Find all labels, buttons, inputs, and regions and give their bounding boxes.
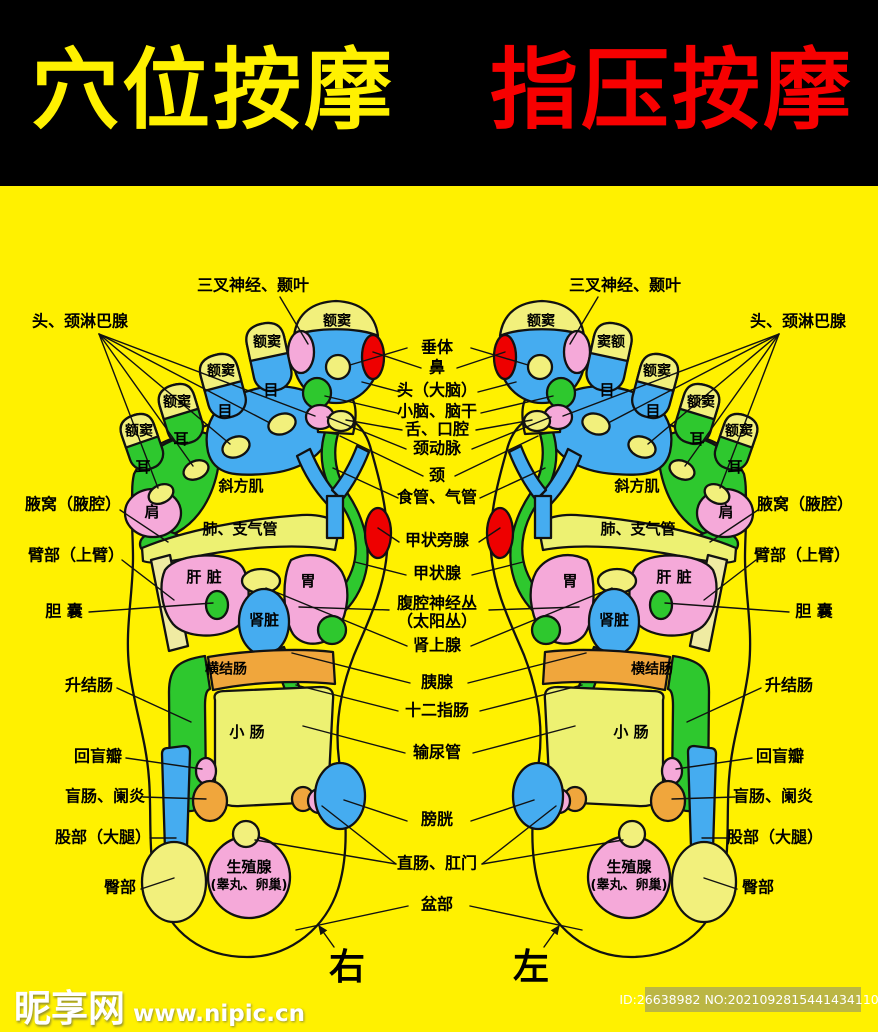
label-ear: 耳: [173, 430, 189, 449]
label-ear: 耳: [727, 458, 743, 477]
label-head-brain: 头（大脑）: [396, 380, 478, 400]
label-trigeminal: 三叉神经、颞叶: [196, 275, 310, 295]
label-ear: 耳: [135, 458, 151, 477]
label-ileocecal-valve: 回盲瓣: [755, 746, 805, 766]
label-lung-bronchi: 肺、支气管: [202, 520, 278, 539]
label-kidney: 肾脏: [598, 611, 630, 630]
label-lymph: 头、颈淋巴腺: [31, 311, 129, 331]
label-buttock: 臀部: [741, 877, 775, 897]
watermark: 昵享网 www.nipic.cn: [14, 978, 305, 1032]
label-ascending-colon: 升结肠: [64, 675, 114, 695]
label-cerebellum: 小脑、脑干: [396, 401, 478, 421]
label-adrenal: 肾上腺: [412, 635, 462, 655]
label-frontal-sinus: 额窦: [527, 313, 555, 330]
label-armpit: 腋窝（腋腔）: [756, 494, 854, 514]
label-shoulder: 肩: [718, 503, 734, 522]
label-liver: 肝 脏: [186, 568, 222, 587]
poster-title-shiatsu: 指压按摩: [489, 37, 855, 142]
label-gallbladder: 胆 囊: [795, 601, 833, 621]
watermark-site-name: 昵享网: [14, 987, 125, 1030]
label-gonad-2: (睾丸、卵巢): [590, 878, 668, 894]
label-trapezius: 斜方肌: [218, 477, 264, 496]
label-stomach: 胃: [300, 572, 316, 591]
label-pituitary: 垂体: [420, 337, 454, 357]
label-gonad-2: (睾丸、卵巢): [210, 878, 288, 894]
label-frontal-sinus: 额窦: [687, 394, 715, 411]
label-frontal-sinus: 额窦: [323, 313, 351, 330]
label-right-tag: 右: [328, 947, 366, 989]
label-transverse-colon: 横结肠: [631, 661, 673, 678]
label-esophagus-trachea: 食管、气管: [396, 487, 478, 507]
label-stomach: 胃: [562, 572, 578, 591]
label-tongue-mouth: 舌、口腔: [404, 419, 470, 439]
label-cecum-appendix: 盲肠、阑炎: [732, 786, 814, 806]
label-frontal-sinus-mirrored: 窦额: [597, 334, 625, 351]
poster-title-acupoint: 穴位按摩: [30, 37, 396, 142]
label-frontal-sinus: 额窦: [163, 394, 191, 411]
label-small-intestine: 小 肠: [229, 723, 265, 742]
label-trapezius: 斜方肌: [614, 477, 660, 496]
label-transverse-colon: 横结肠: [205, 661, 247, 678]
label-nose: 鼻: [428, 357, 446, 377]
label-celiac-plexus-2: （太阳丛）: [396, 611, 478, 631]
label-duodenum: 十二指肠: [404, 700, 470, 720]
label-shoulder: 肩: [144, 503, 160, 522]
label-thigh: 股部（大腿）: [726, 827, 824, 847]
label-pelvis: 盆部: [420, 894, 454, 914]
label-celiac-plexus-1: 腹腔神经丛: [396, 593, 478, 613]
label-ureter: 输尿管: [412, 742, 462, 762]
label-ileocecal-valve: 回盲瓣: [73, 746, 123, 766]
label-bladder: 膀胱: [420, 809, 454, 829]
label-armpit: 腋窝（腋腔）: [24, 494, 122, 514]
header-banner: 穴位按摩 指压按摩: [0, 0, 878, 186]
label-ear: 耳: [689, 430, 705, 449]
label-pancreas: 胰腺: [420, 672, 454, 692]
label-neck: 颈: [428, 465, 446, 485]
image-id-bar: ID:26638982 NO:20210928154414341101: [619, 987, 878, 1012]
label-frontal-sinus: 额窦: [643, 363, 671, 380]
label-frontal-sinus: 额窦: [207, 363, 235, 380]
label-arm: 臂部（上臂）: [753, 545, 851, 565]
label-eye: 目: [599, 381, 615, 400]
label-frontal-sinus: 额窦: [725, 423, 753, 440]
label-parathyroid: 甲状旁腺: [404, 530, 470, 550]
label-thyroid: 甲状腺: [412, 563, 462, 583]
label-thigh: 股部（大腿）: [54, 827, 152, 847]
label-buttock: 臀部: [103, 877, 137, 897]
label-liver: 肝 脏: [656, 568, 692, 587]
label-frontal-sinus: 额窦: [253, 334, 281, 351]
label-lung-bronchi: 肺、支气管: [600, 520, 676, 539]
label-cecum-appendix: 盲肠、阑炎: [64, 786, 146, 806]
label-trigeminal: 三叉神经、颞叶: [568, 275, 682, 295]
label-gonad-1: 生殖腺: [226, 858, 272, 877]
label-frontal-sinus: 额窦: [125, 423, 153, 440]
label-gallbladder: 胆 囊: [45, 601, 83, 621]
label-lymph: 头、颈淋巴腺: [749, 311, 847, 331]
label-left-tag: 左: [512, 947, 550, 989]
label-rectum-anus: 直肠、肛门: [396, 853, 478, 873]
label-carotid: 颈动脉: [412, 438, 462, 458]
label-eye: 目: [217, 402, 233, 421]
label-small-intestine: 小 肠: [613, 723, 649, 742]
label-gonad-1: 生殖腺: [606, 858, 652, 877]
label-eye: 目: [645, 402, 661, 421]
label-ascending-colon: 升结肠: [764, 675, 814, 695]
watermark-site-url: www.nipic.cn: [133, 1001, 305, 1027]
label-kidney: 肾脏: [248, 611, 280, 630]
label-eye: 目: [263, 381, 279, 400]
label-arm: 臂部（上臂）: [27, 545, 125, 565]
